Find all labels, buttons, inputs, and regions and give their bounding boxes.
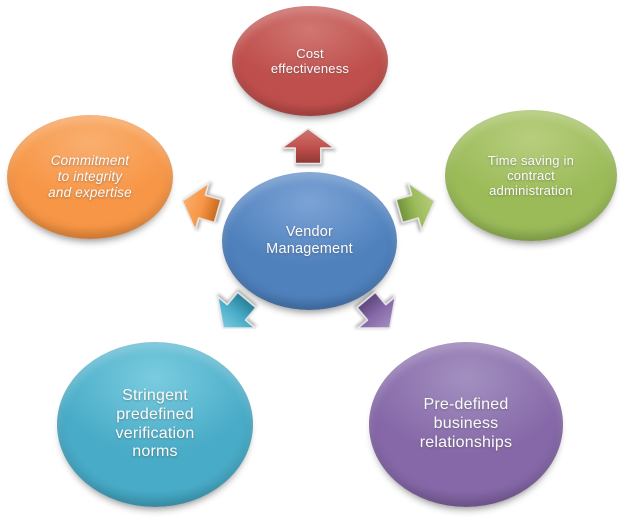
down-left-arrow-icon — [216, 291, 257, 329]
node-time-saving-label: Time saving in contract administration — [487, 152, 575, 199]
node-vendor-management-label: Vendor Management — [266, 223, 353, 257]
down-right-arrow-icon — [356, 291, 397, 329]
node-commitment: Commitment to integrity and expertise — [7, 115, 173, 239]
node-stringent-norms-label: Stringent predefined verification norms — [115, 386, 195, 461]
node-time-saving: Time saving in contract administration — [445, 110, 617, 241]
node-commitment-label: Commitment to integrity and expertise — [48, 153, 132, 200]
arrow-to-stringent-norms — [202, 282, 268, 346]
arrow-to-cost-effectiveness — [280, 127, 336, 165]
arrow-shape — [181, 182, 222, 231]
arrow-shape — [356, 291, 397, 329]
up-right-arrow-icon — [395, 182, 436, 231]
arrow-to-pre-defined-business — [345, 282, 411, 346]
arrow-shape — [216, 291, 257, 329]
node-cost-effectiveness-label: Cost effectiveness — [270, 45, 350, 76]
arrow-to-commitment — [174, 175, 227, 236]
arrow-shape — [395, 182, 436, 231]
node-vendor-management: Vendor Management — [222, 172, 397, 310]
node-pre-defined-business: Pre-defined business relationships — [369, 342, 563, 507]
arrow-shape — [280, 127, 336, 165]
up-arrow-icon — [280, 127, 336, 165]
node-cost-effectiveness: Cost effectiveness — [232, 6, 388, 116]
up-left-arrow-icon — [181, 182, 222, 231]
node-stringent-norms: Stringent predefined verification norms — [57, 342, 253, 507]
node-pre-defined-business-label: Pre-defined business relationships — [419, 396, 513, 451]
arrow-to-time-saving — [391, 175, 444, 236]
